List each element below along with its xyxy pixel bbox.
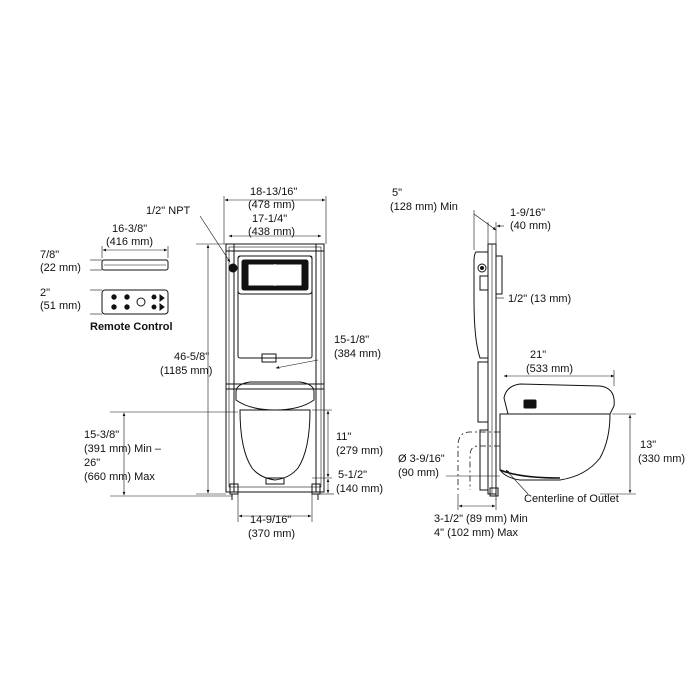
- front-view: [110, 196, 334, 522]
- outer-width-in: 18-13/16": [250, 186, 297, 198]
- toilet-bowl: [239, 409, 311, 481]
- bowl-side: [499, 413, 611, 481]
- height-mm: (1185 mm): [160, 365, 212, 377]
- seat-side: [503, 383, 615, 415]
- npt-label: 1/2" NPT: [146, 205, 191, 217]
- bowl-length-mm: (533 mm): [526, 363, 573, 375]
- seat-min: (391 mm) Min –: [84, 443, 162, 455]
- inner-width-mm: (438 mm): [248, 226, 295, 238]
- max-dimension: 4" (102 mm) Max: [434, 527, 518, 539]
- toilet-seat: [235, 381, 315, 411]
- remote-length-mm: (416 mm): [106, 236, 153, 248]
- flush-mm: (384 mm): [334, 348, 381, 360]
- outlet-mm: (140 mm): [336, 483, 383, 495]
- remote-thick-in: 7/8": [40, 249, 59, 261]
- outlet-in: 5-1/2": [338, 469, 367, 481]
- offset-mm: (128 mm) Min: [390, 201, 458, 213]
- remote-title: Remote Control: [90, 321, 173, 333]
- bowl-length-in: 21": [530, 349, 546, 361]
- min-dimension: 3-1/2" (89 mm) Min: [434, 513, 528, 525]
- seat-in: 15-3/8": [84, 429, 119, 441]
- remote-height-in: 2": [40, 287, 50, 299]
- remote-length-in: 16-3/8": [112, 223, 147, 235]
- outer-width-mm: (478 mm): [248, 199, 295, 211]
- cistern-side: [473, 251, 489, 359]
- bowl-mm: (279 mm): [336, 445, 383, 457]
- offset-in: 5": [392, 187, 402, 199]
- carrier-frame: [225, 243, 325, 493]
- seat-max: (660 mm) Max: [84, 471, 155, 483]
- remote-thick-mm: (22 mm): [40, 262, 81, 274]
- depth-mm: (40 mm): [510, 220, 551, 232]
- inner-width-in: 17-1/4": [252, 213, 287, 225]
- side-height-mm: (330 mm): [638, 453, 685, 465]
- bowl-in: 11": [336, 431, 351, 443]
- npt-pipe: [228, 263, 238, 273]
- base-in: 14-9/16": [250, 514, 291, 526]
- pipe-size: 1/2" (13 mm): [508, 293, 571, 305]
- diameter-mm: (90 mm): [398, 467, 439, 479]
- side-height-in: 13": [640, 439, 656, 451]
- flush-in: 15-1/8": [334, 334, 369, 346]
- base-mm: (370 mm): [248, 528, 295, 540]
- seat-max-in: 26": [84, 457, 100, 469]
- remote-side-view: [101, 259, 169, 271]
- side-view: [446, 210, 636, 510]
- remote-control: [90, 246, 169, 315]
- flush-plate: [237, 255, 313, 295]
- height-in: 46-5/8": [174, 351, 209, 363]
- remote-top-view: [101, 289, 169, 315]
- depth-in: 1-9/16": [510, 207, 545, 219]
- diameter-in: Ø 3-9/16": [398, 453, 445, 465]
- remote-height-mm: (51 mm): [40, 300, 81, 312]
- centerline-label: Centerline of Outlet: [524, 493, 619, 505]
